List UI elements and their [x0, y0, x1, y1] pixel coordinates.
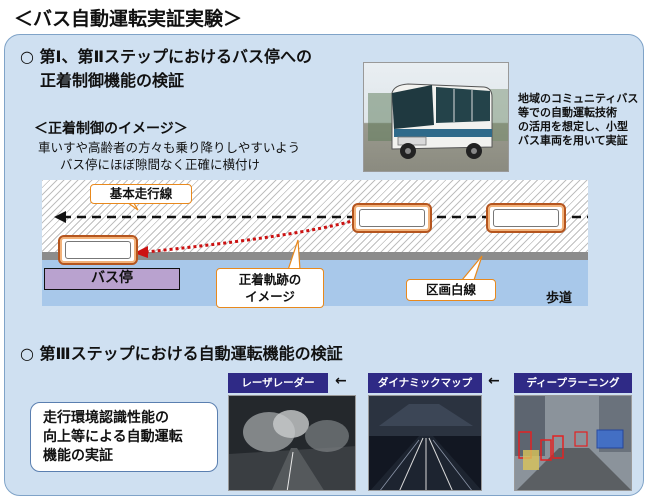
section3-heading: ○ 第Ⅲステップにおける自動運転機能の検証 — [20, 344, 343, 363]
photo-note-line1: 地域のコミュニティバス — [518, 92, 639, 105]
section1-heading-line2: 正着制御機能の検証 — [40, 71, 185, 90]
box-line3: 機能の実証 — [43, 448, 113, 464]
description-line1: 車いすや高齢者の方々も乗り降りしやすいよう — [38, 140, 301, 155]
box-line2: 向上等による自動運転 — [43, 429, 183, 445]
bus-stop-label: バス停 — [44, 268, 180, 290]
dynamic-map-image — [368, 395, 482, 491]
trajectory-arrowhead — [134, 246, 148, 258]
bus-approaching-icon — [352, 203, 432, 233]
bus-docked-icon — [58, 235, 138, 265]
photo-note-line3: の活用を想定し、小型 — [518, 120, 628, 133]
bus-photo — [363, 62, 509, 172]
sidewalk-label: 歩道 — [546, 291, 573, 306]
dynamic-map-render — [369, 396, 481, 490]
trajectory-callout: 正着軌跡の イメージ — [216, 268, 324, 308]
deep-learning-scene — [515, 396, 631, 490]
trajectory-pointer — [287, 239, 301, 271]
photo-note-line2: 等での自動運転技術 — [518, 106, 617, 119]
trajectory-label-line1: 正着軌跡の — [238, 272, 302, 287]
page-title: ＜バス自動運転実証実験＞ — [14, 8, 243, 30]
automation-note-box: 走行環境認識性能の 向上等による自動運転 機能の実証 — [30, 402, 218, 472]
arrow-left-icon: ← — [335, 373, 347, 389]
lidar-image — [228, 395, 356, 491]
docking-trajectory — [145, 218, 357, 254]
bus-running-icon — [486, 203, 566, 233]
trajectory-label-line2: イメージ — [245, 289, 295, 304]
tag-deep-learning: ディープラーニング — [514, 373, 632, 393]
lidar-point-cloud — [229, 396, 355, 490]
base-route-callout: 基本走行線 — [90, 184, 192, 204]
section1-heading-line1: ○ 第Ⅰ、第Ⅱステップにおけるバス停への — [20, 47, 313, 66]
photo-note-line4: バス車両を用いて実証 — [518, 134, 628, 147]
lane-line-pointer — [460, 255, 483, 281]
tag-dynamic-map: ダイナミックマップ — [368, 373, 482, 393]
arrow-left-icon: ← — [488, 373, 500, 389]
box-line1: 走行環境認識性能の — [43, 410, 169, 426]
bus-illustration — [368, 83, 508, 159]
base-route-arrowhead — [54, 211, 66, 223]
description-line2: バス停にほぼ隙間なく正確に横付け — [60, 157, 261, 172]
deep-learning-image — [514, 395, 632, 491]
curb-strip — [42, 252, 588, 260]
lane-line-callout: 区画白線 — [406, 279, 496, 301]
image-caption: ＜正着制御のイメージ＞ — [34, 121, 188, 137]
tag-laser-radar: レーザレーダー — [228, 373, 328, 393]
